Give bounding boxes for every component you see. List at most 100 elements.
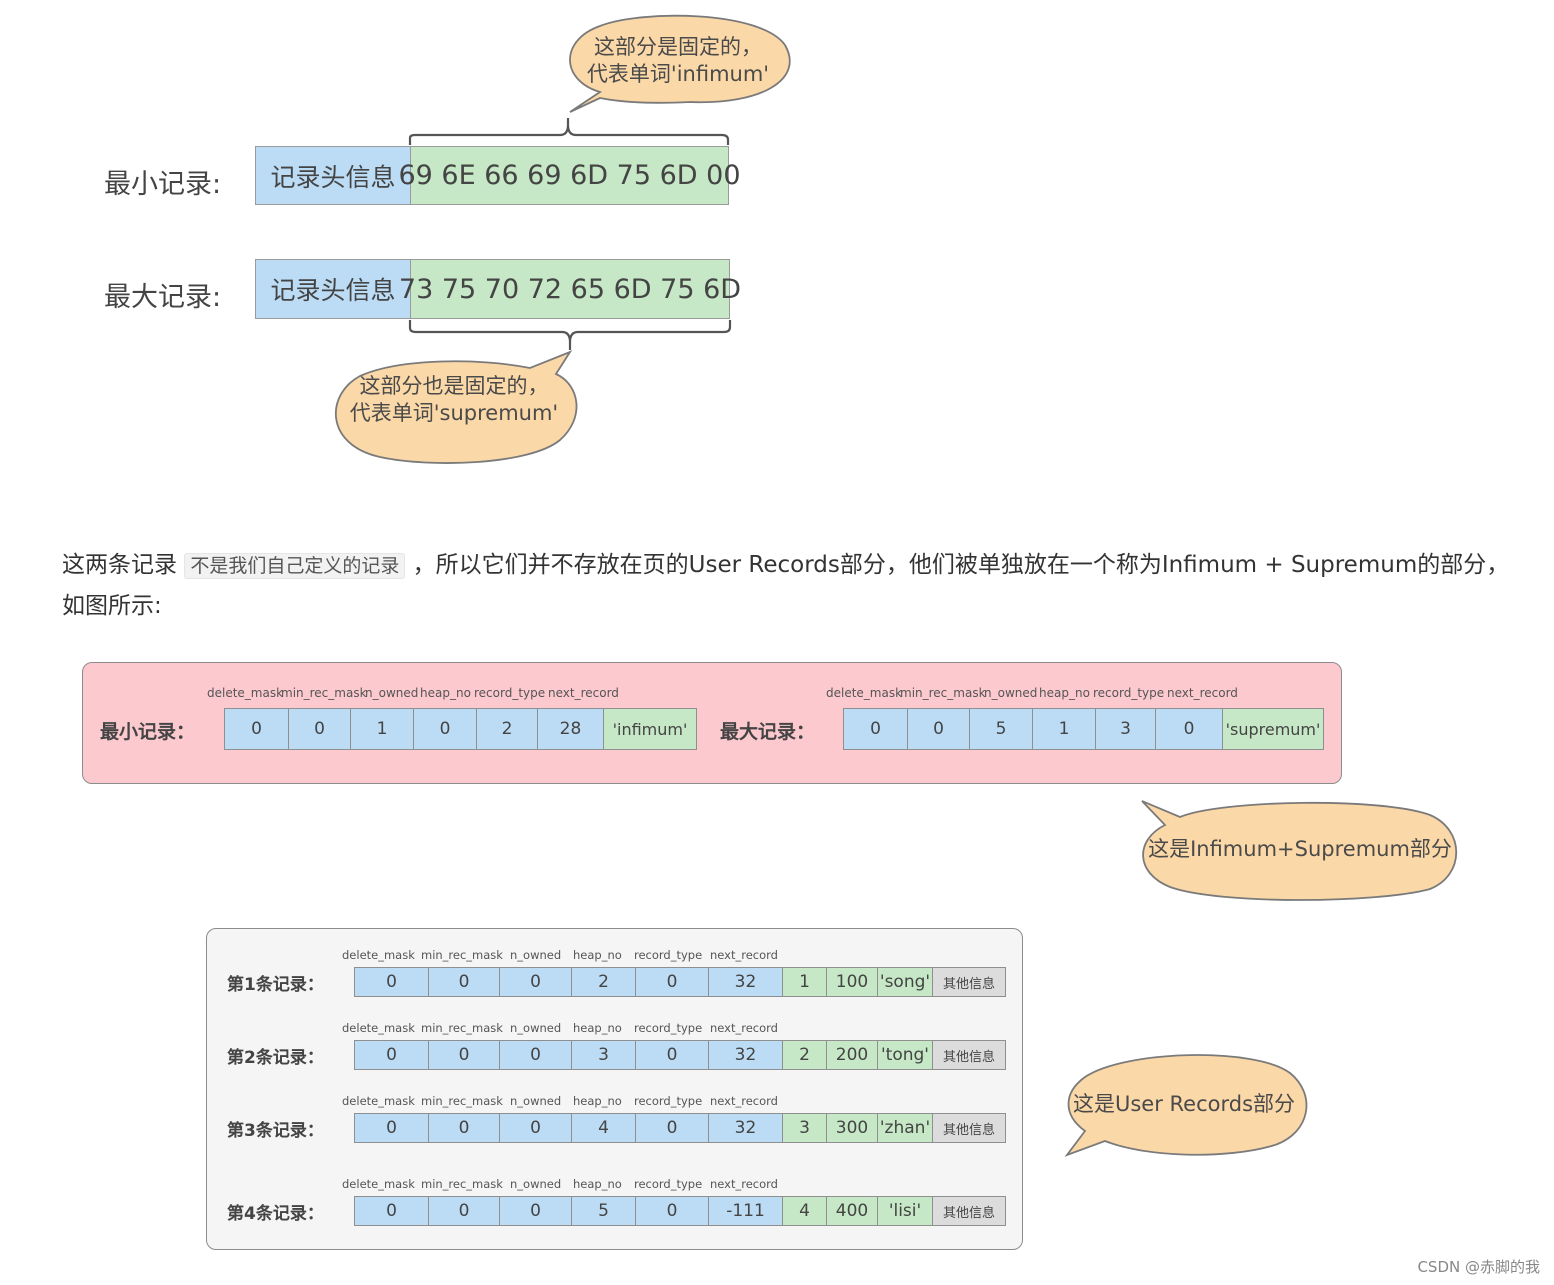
record-field-header: n_owned (510, 1021, 562, 1035)
infsup-max-cell: 5 (969, 708, 1033, 750)
record-header-cell: 32 (708, 1040, 783, 1070)
caption-text-before: 这两条记录 (62, 552, 177, 578)
record-col3-cell: 'zhan' (877, 1113, 933, 1143)
record-col3-cell: 'song' (877, 967, 933, 997)
record-header-cell: 0 (499, 1113, 572, 1143)
record-field-header: n_owned (510, 948, 562, 962)
record-field-header: heap_no (573, 1177, 622, 1191)
record-header-cell: 3 (571, 1040, 636, 1070)
infsup-min-field-header: heap_no (420, 686, 471, 700)
record-header-cell: -111 (708, 1196, 783, 1226)
infsup-max-field-header: heap_no (1039, 686, 1090, 700)
record-field-header: min_rec_mask (421, 948, 503, 962)
infsup-max-cell: 0 (907, 708, 970, 750)
min-record-bytes-box: 69 6E 66 69 6D 75 6D 00 (398, 146, 741, 205)
record-header-cell: 0 (428, 1113, 500, 1143)
record-col3-cell: 'lisi' (877, 1196, 933, 1226)
record-header-cell: 0 (635, 967, 709, 997)
record-field-header: next_record (710, 1177, 778, 1191)
max-record-bytes-box: 73 75 70 72 65 6D 75 6D (399, 259, 741, 319)
callout-supremum-text: 这部分也是固定的， 代表单词'supremum' (349, 374, 559, 425)
record-field-header: delete_mask (342, 1021, 415, 1035)
caption-paragraph: 这两条记录 不是我们自己定义的记录 ，所以它们并不存放在页的User Recor… (62, 545, 1522, 626)
record-header-cell: 0 (428, 1196, 500, 1226)
record-field-header: delete_mask (342, 948, 415, 962)
record-field-header: n_owned (510, 1177, 562, 1191)
record-other-info-cell: 其他信息 (932, 1196, 1006, 1226)
record-field-header: min_rec_mask (421, 1021, 503, 1035)
caption-inline-code: 不是我们自己定义的记录 (184, 553, 406, 579)
record-col2-cell: 300 (826, 1113, 878, 1143)
caption-text-after: ，所以它们并不存放在页的User Records部分，他们被单独放在一个称为In… (62, 552, 1510, 619)
infsup-min-cell: 28 (537, 708, 604, 750)
record-header-cell: 0 (635, 1196, 709, 1226)
infsup-min-cell: 2 (476, 708, 538, 750)
record-row-label: 第2条记录： (227, 1048, 324, 1068)
brace-supremum (408, 320, 732, 350)
infsup-max-field-header: min_rec_mask (900, 686, 986, 700)
record-header-cell: 0 (428, 1040, 500, 1070)
infsup-min-cell: 1 (350, 708, 414, 750)
record-col3-cell: 'tong' (877, 1040, 933, 1070)
max-record-header-box: 记录头信息 (255, 259, 411, 319)
infsup-min-field-header: n_owned (365, 686, 419, 700)
infsup-max-cell: 0 (1155, 708, 1223, 750)
callout-supremum-bubble (334, 350, 578, 464)
user-records-callout-text: 这是User Records部分 (1072, 1092, 1296, 1116)
user-records-callout-bubble (1064, 1054, 1308, 1157)
top-braces-and-bubbles (334, 14, 791, 464)
record-header-cell: 4 (571, 1113, 636, 1143)
record-field-header: delete_mask (342, 1094, 415, 1108)
record-other-info-cell: 其他信息 (932, 1113, 1006, 1143)
record-row-label: 第1条记录： (227, 975, 324, 995)
max-record-label: 最大记录: (104, 282, 222, 313)
record-col2-cell: 100 (826, 967, 878, 997)
record-header-cell: 32 (708, 1113, 783, 1143)
infsup-max-field-header: record_type (1093, 686, 1165, 700)
record-col2-cell: 400 (826, 1196, 878, 1226)
record-field-header: next_record (710, 1094, 778, 1108)
record-header-cell: 0 (499, 1196, 572, 1226)
record-header-cell: 0 (635, 1113, 709, 1143)
record-field-header: record_type (634, 1177, 703, 1191)
record-row-label: 第3条记录： (227, 1121, 324, 1141)
record-header-cell: 0 (499, 1040, 572, 1070)
record-other-info-cell: 其他信息 (932, 967, 1006, 997)
min-record-label: 最小记录: (104, 169, 222, 200)
record-header-cell: 0 (354, 967, 429, 997)
record-field-header: min_rec_mask (421, 1094, 503, 1108)
record-other-info-cell: 其他信息 (932, 1040, 1006, 1070)
infsup-callout-text: 这是Infimum+Supremum部分 (1148, 837, 1452, 861)
record-col1-cell: 2 (782, 1040, 827, 1070)
record-field-header: record_type (634, 1094, 703, 1108)
infsup-min-field-header: delete_mask (207, 686, 284, 700)
infsup-callout-bubble (1141, 800, 1457, 901)
infsup-min-field-header: min_rec_mask (281, 686, 367, 700)
record-field-header: min_rec_mask (421, 1177, 503, 1191)
infsup-max-field-header: delete_mask (826, 686, 903, 700)
record-field-header: heap_no (573, 1094, 622, 1108)
record-row-label: 第4条记录： (227, 1204, 324, 1224)
infsup-max-field-header: n_owned (984, 686, 1038, 700)
infsup-max-label: 最大记录： (720, 721, 816, 743)
record-header-cell: 0 (354, 1113, 429, 1143)
infsup-min-cell: 0 (224, 708, 289, 750)
record-col1-cell: 4 (782, 1196, 827, 1226)
record-header-cell: 32 (708, 967, 783, 997)
record-field-header: n_owned (510, 1094, 562, 1108)
infsup-max-cell: 1 (1032, 708, 1096, 750)
record-field-header: delete_mask (342, 1177, 415, 1191)
record-col1-cell: 3 (782, 1113, 827, 1143)
record-col1-cell: 1 (782, 967, 827, 997)
callout-infimum-bubble (569, 14, 791, 113)
brace-infimum (408, 118, 730, 145)
infsup-max-cell: 0 (843, 708, 908, 750)
record-header-cell: 0 (354, 1196, 429, 1226)
record-header-cell: 0 (499, 967, 572, 997)
infsup-min-field-header: next_record (548, 686, 619, 700)
infsup-min-label: 最小记录： (100, 721, 196, 743)
infsup-min-cell: 0 (288, 708, 351, 750)
infsup-min-field-header: record_type (474, 686, 546, 700)
record-header-cell: 0 (428, 967, 500, 997)
infsup-min-word-cell: 'infimum' (603, 708, 697, 750)
